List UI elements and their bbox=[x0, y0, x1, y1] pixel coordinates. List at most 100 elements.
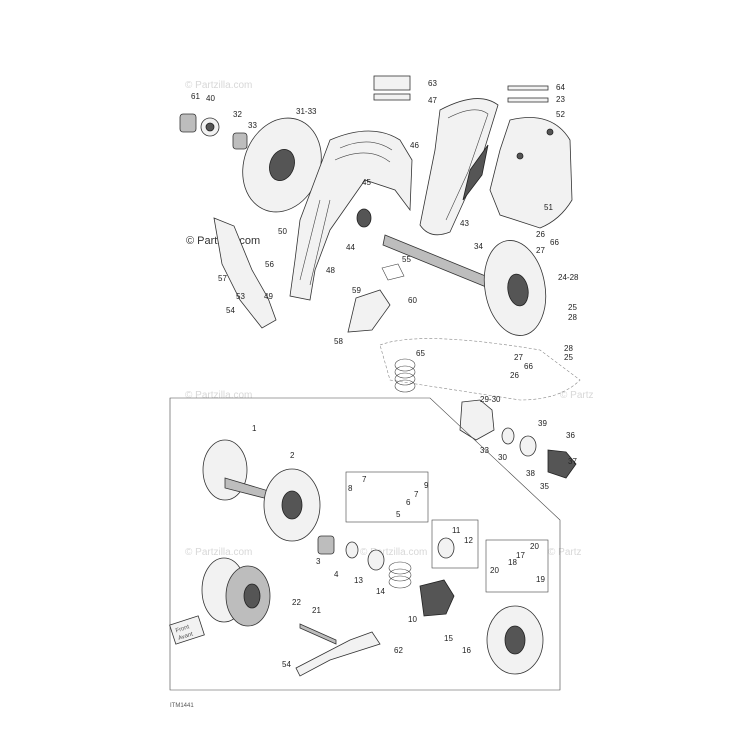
hub bbox=[547, 449, 577, 479]
callout: 9 bbox=[424, 481, 429, 490]
cam bbox=[459, 399, 495, 441]
callout: 46 bbox=[410, 141, 419, 150]
callout: 14 bbox=[376, 587, 385, 596]
callout: 27 bbox=[514, 353, 523, 362]
watermark: © Partzilla.com bbox=[185, 390, 252, 401]
section-frame bbox=[169, 397, 561, 691]
callout: 20 bbox=[490, 566, 499, 575]
callout: 7 bbox=[362, 475, 367, 484]
callout: 3 bbox=[316, 557, 321, 566]
callout: 61 bbox=[191, 92, 200, 101]
callout: 38 bbox=[526, 469, 535, 478]
callout: 30 bbox=[498, 453, 507, 462]
callout: 66 bbox=[524, 362, 533, 371]
bearing-stack bbox=[179, 113, 248, 150]
bracket-plate bbox=[347, 289, 391, 333]
callout: 47 bbox=[428, 96, 437, 105]
callout: 34 bbox=[474, 242, 483, 251]
callout: 7 bbox=[414, 490, 419, 499]
callout: 33 bbox=[480, 446, 489, 455]
callout: 15 bbox=[444, 634, 453, 643]
callout: 29-30 bbox=[480, 395, 501, 404]
callout: 21 bbox=[312, 606, 321, 615]
callout: 66 bbox=[550, 238, 559, 247]
callout: 32 bbox=[233, 110, 242, 119]
callout: 27 bbox=[536, 246, 545, 255]
washer bbox=[501, 427, 515, 445]
callout: 11 bbox=[452, 526, 461, 535]
callout: 57 bbox=[218, 274, 227, 283]
callout: 37 bbox=[568, 457, 577, 466]
detail-box bbox=[431, 519, 479, 569]
callout: 64 bbox=[556, 83, 565, 92]
watermark: © Partzilla.com bbox=[185, 547, 252, 558]
callout: 33 bbox=[248, 121, 257, 130]
callout: 25 bbox=[564, 353, 573, 362]
callout: 8 bbox=[348, 484, 353, 493]
front-sticker: Front Avant bbox=[169, 615, 205, 645]
movable-sheave bbox=[263, 468, 321, 542]
pulley-cover bbox=[489, 117, 573, 229]
callout: 63 bbox=[428, 79, 437, 88]
spring bbox=[394, 358, 416, 393]
callout-labels: 61 40 32 33 31-33 63 47 64 23 52 46 45 4… bbox=[191, 79, 579, 669]
spacer bbox=[356, 208, 372, 228]
callout: 49 bbox=[264, 292, 273, 301]
belt-guard bbox=[289, 130, 413, 301]
callout: 28 bbox=[568, 313, 577, 322]
callout: 62 bbox=[394, 646, 403, 655]
governor-cup bbox=[486, 605, 544, 675]
callout: 65 bbox=[416, 349, 425, 358]
svg-text:Front: Front bbox=[175, 624, 190, 634]
callout: 6 bbox=[406, 498, 411, 507]
detail-box bbox=[345, 471, 429, 523]
spider bbox=[419, 579, 455, 617]
callout: 36 bbox=[566, 431, 575, 440]
bushing bbox=[317, 535, 335, 555]
callout: 59 bbox=[352, 286, 361, 295]
callout: 10 bbox=[408, 615, 417, 624]
callout: 2 bbox=[290, 451, 295, 460]
driven-pulley bbox=[382, 234, 547, 336]
lever bbox=[295, 631, 381, 677]
decal bbox=[507, 97, 549, 103]
diagram-code: ITM1441 bbox=[170, 703, 194, 709]
fixed-sheave bbox=[202, 439, 273, 501]
callout: 28 bbox=[564, 344, 573, 353]
callout: 45 bbox=[362, 178, 371, 187]
callout: 31-33 bbox=[296, 107, 317, 116]
decal bbox=[373, 75, 411, 91]
callout: 54 bbox=[226, 306, 235, 315]
callout: 53 bbox=[236, 292, 245, 301]
watermark: © Partz bbox=[560, 390, 594, 401]
callout: 13 bbox=[354, 576, 363, 585]
detail-box bbox=[485, 539, 549, 593]
callout: 55 bbox=[402, 255, 411, 264]
callout: 18 bbox=[508, 558, 517, 567]
callout: 26 bbox=[510, 371, 519, 380]
callout: 5 bbox=[396, 510, 401, 519]
callout: 4 bbox=[334, 570, 339, 579]
decal bbox=[507, 85, 549, 91]
svg-text:Avant: Avant bbox=[177, 631, 194, 642]
watermark: © Partzilla.com bbox=[360, 547, 427, 558]
bolt bbox=[299, 623, 337, 645]
watermark: © Partzilla.com bbox=[185, 80, 252, 91]
callout: 52 bbox=[556, 110, 565, 119]
callout: 39 bbox=[538, 419, 547, 428]
callout: 51 bbox=[544, 203, 553, 212]
callout: 60 bbox=[408, 296, 417, 305]
callout: 22 bbox=[292, 598, 301, 607]
callout: 35 bbox=[540, 482, 549, 491]
callout: 12 bbox=[464, 536, 473, 545]
callout: 50 bbox=[278, 227, 287, 236]
spring bbox=[388, 561, 412, 589]
callout: 25 bbox=[568, 303, 577, 312]
bushing bbox=[345, 541, 359, 559]
decal bbox=[373, 93, 411, 101]
callout: 58 bbox=[334, 337, 343, 346]
callout: 54 bbox=[282, 660, 291, 669]
drive-belt bbox=[419, 98, 499, 236]
callout: 56 bbox=[265, 260, 274, 269]
